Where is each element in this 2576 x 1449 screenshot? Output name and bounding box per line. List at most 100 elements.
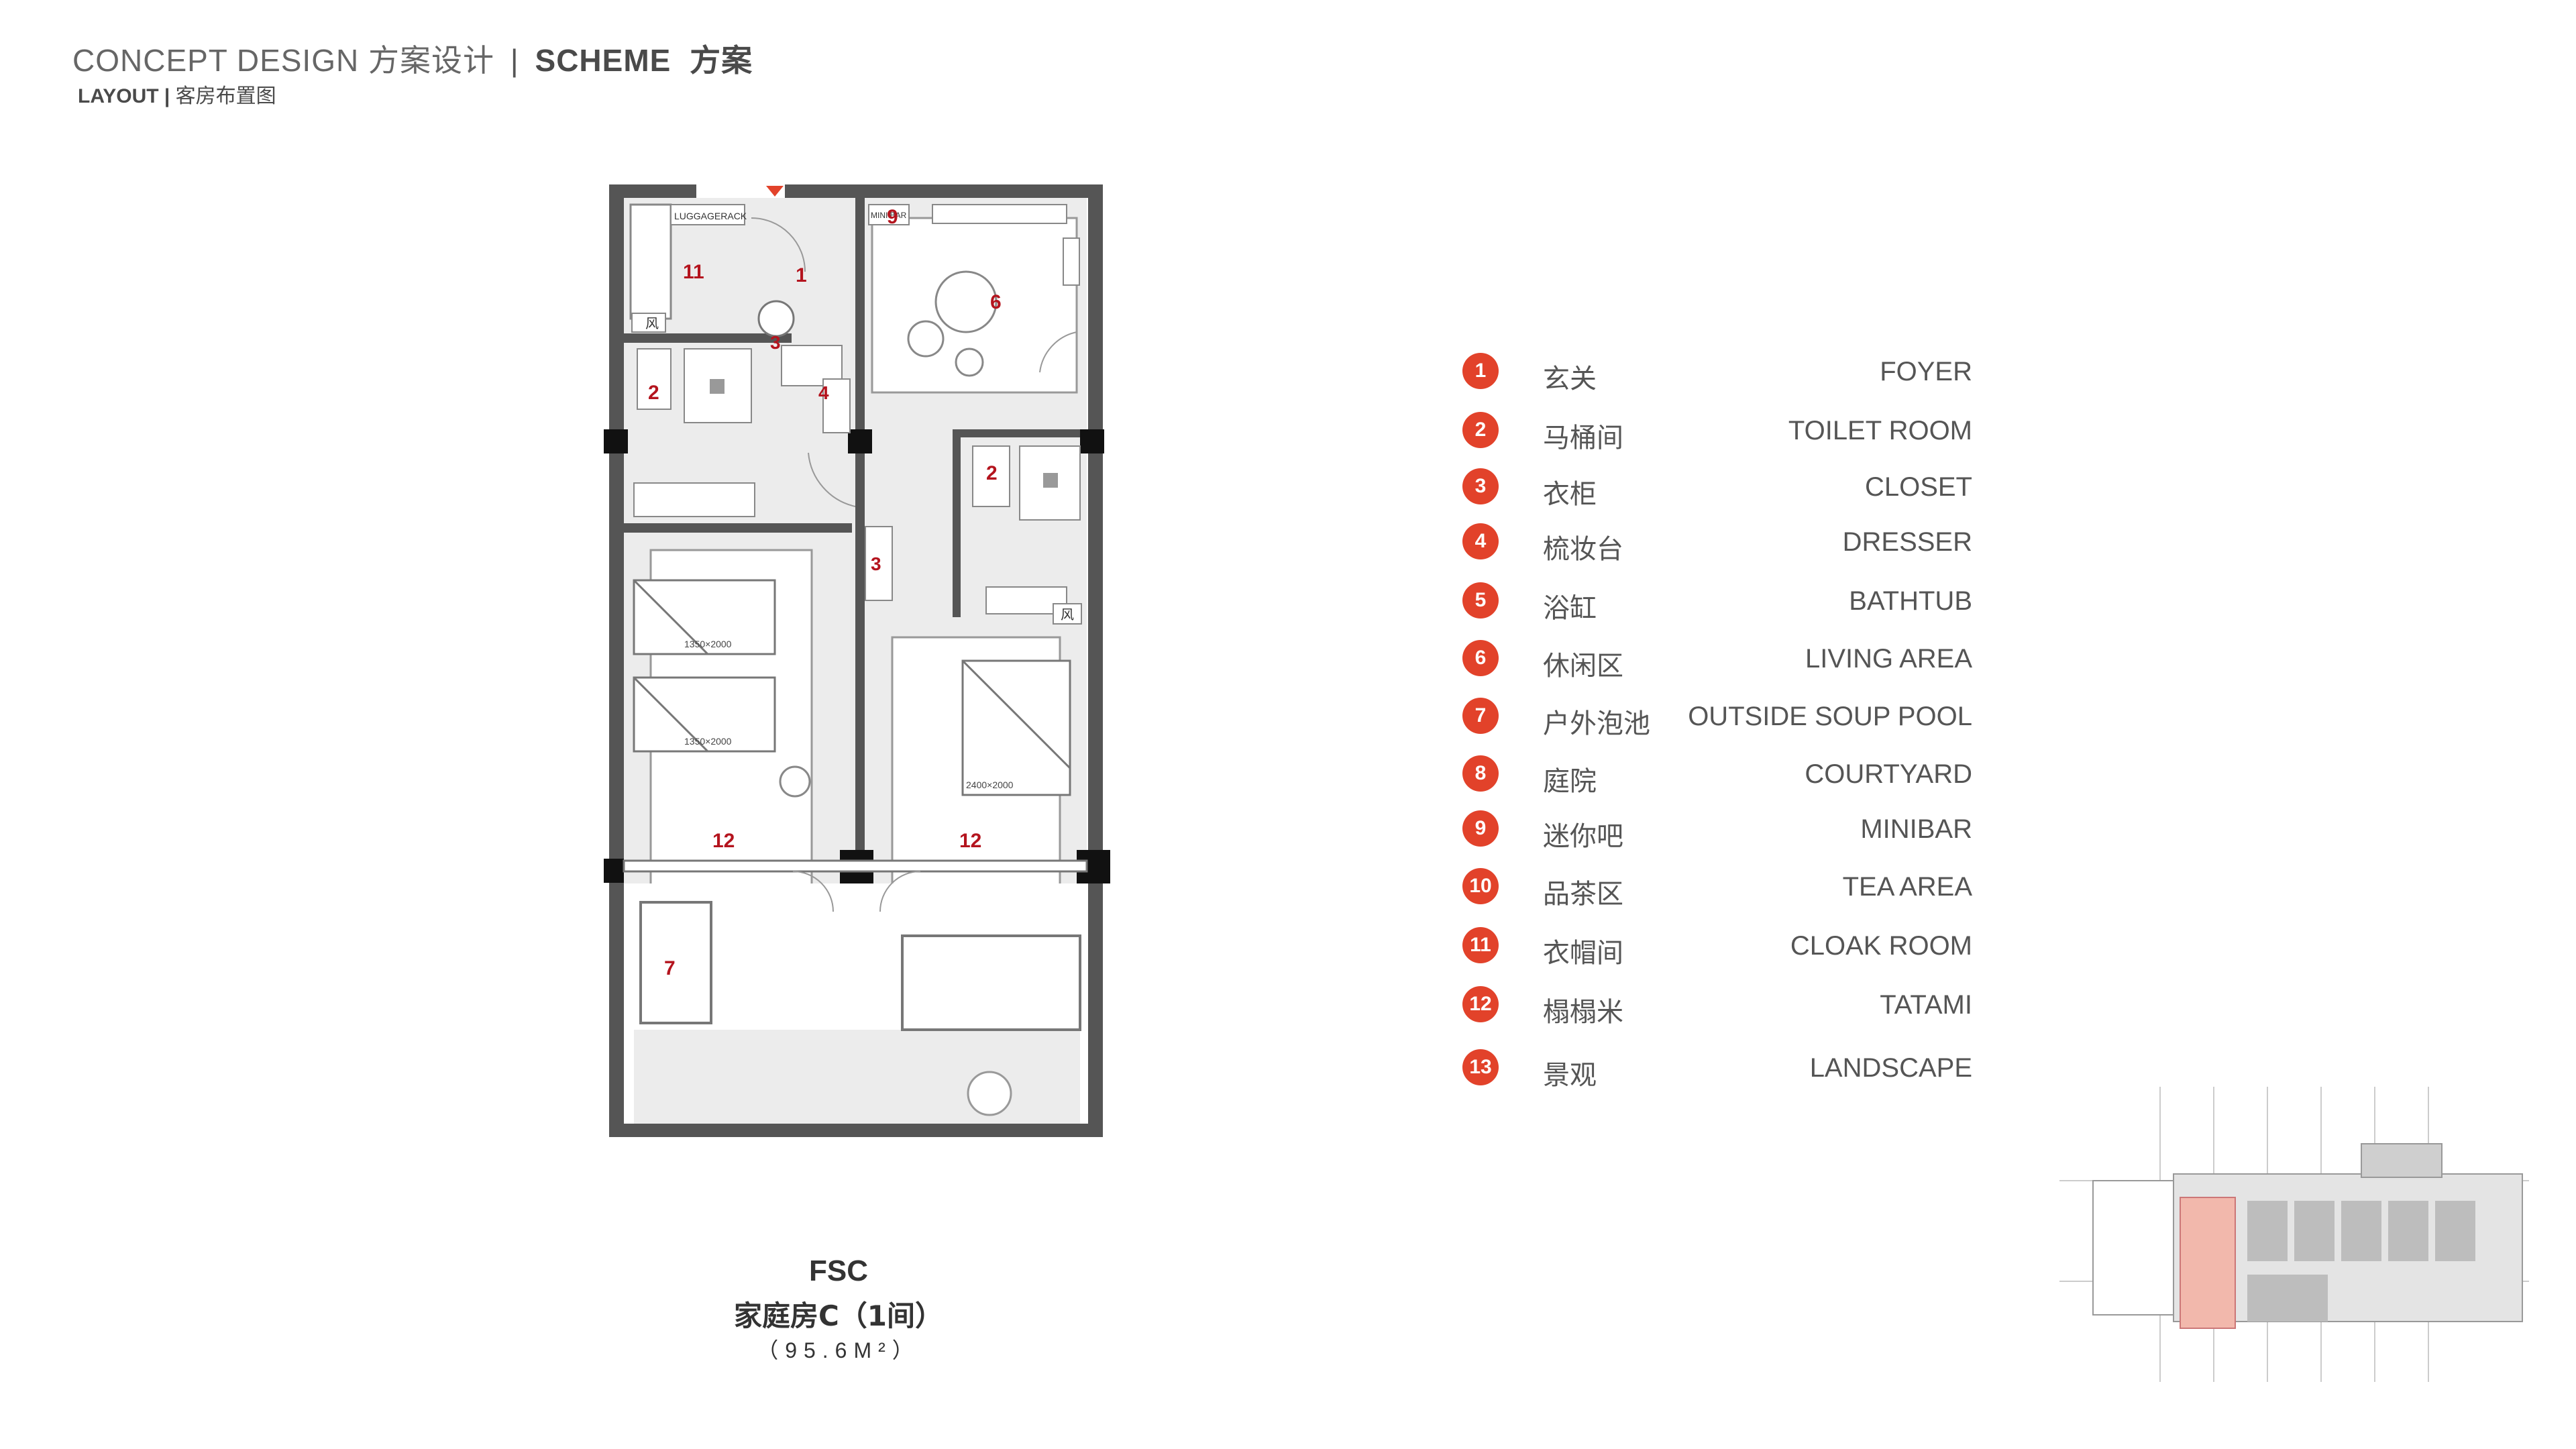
- legend-item: 10 品茶区 TEA AREA: [1462, 865, 1972, 910]
- deck-platform: [901, 934, 1081, 1031]
- column: [604, 429, 628, 453]
- legend-label-cn: 户外泡池: [1543, 708, 1650, 739]
- wind-box-2: [1053, 603, 1082, 625]
- legend-number-badge: 3: [1462, 468, 1499, 504]
- legend-number-badge: 4: [1462, 523, 1499, 559]
- legend-item: 11 衣帽间 CLOAK ROOM: [1462, 924, 1972, 969]
- luggage-rack: [670, 204, 745, 225]
- bed-c-size: 2400×2000: [966, 780, 1014, 790]
- minibar-counter: [868, 204, 910, 225]
- key-plan-wing: [2092, 1180, 2174, 1316]
- room-label-tatami-left: 12: [712, 830, 735, 852]
- terrace-door-left: [792, 871, 834, 912]
- key-plan-annex: [2361, 1143, 2443, 1178]
- minibar-label: MINI BAR: [871, 211, 907, 220]
- legend-label-en: TEA AREA: [1842, 872, 1972, 902]
- glazing: [623, 859, 1088, 873]
- legend-label-en: CLOSET: [1864, 472, 1972, 502]
- key-plan-highlight: [2180, 1197, 2236, 1329]
- page-title: CONCEPT DESIGN 方案设计 | SCHEME 方案: [72, 36, 753, 80]
- subtitle-cn: 客房布置图: [175, 85, 276, 108]
- legend-number-badge: 2: [1462, 412, 1499, 448]
- shower-drain-left: [710, 379, 724, 394]
- cloak-rack: [629, 203, 672, 320]
- legend-label-en: LANDSCAPE: [1809, 1053, 1972, 1083]
- bed-a-fold: [633, 579, 709, 655]
- legend-label-cn: 休闲区: [1543, 651, 1623, 682]
- scheme-en: SCHEME: [535, 43, 672, 78]
- title-separator: |: [510, 43, 519, 78]
- wind-box: [631, 313, 666, 333]
- legend-number-badge: 7: [1462, 698, 1499, 734]
- luggage-rack-label: LUGGAGERACK: [674, 211, 747, 221]
- wall-bath-right-top: [953, 429, 1087, 437]
- legend-number-badge: 1: [1462, 353, 1499, 389]
- legend-label-cn: 景观: [1543, 1060, 1597, 1091]
- legend-item: 9 迷你吧 MINIBAR: [1462, 808, 1972, 852]
- legend-item: 8 庭院 COURTYARD: [1462, 753, 1972, 797]
- living-door-swing: [1039, 331, 1077, 373]
- bed-b-size: 1350×2000: [684, 736, 732, 747]
- wall-bath-right-side: [953, 429, 961, 617]
- stool: [967, 1071, 1012, 1116]
- legend-number-badge: 5: [1462, 582, 1499, 619]
- legend-label-cn: 榻榻米: [1543, 997, 1623, 1028]
- scheme-cn: 方案: [690, 42, 753, 78]
- room-label-toilet-right: 2: [986, 462, 998, 484]
- legend-item: 4 梳妆台 DRESSER: [1462, 521, 1972, 565]
- legend-item: 5 浴缸 BATHTUB: [1462, 580, 1972, 624]
- room-label-tatami-right: 12: [959, 830, 981, 852]
- legend-label-cn: 品茶区: [1543, 879, 1623, 910]
- wall-east: [1088, 184, 1103, 1137]
- legend-number-badge: 11: [1462, 927, 1499, 963]
- legend-number-badge: 8: [1462, 755, 1499, 792]
- foyer-stool: [757, 300, 795, 337]
- legend-number-badge: 9: [1462, 810, 1499, 847]
- legend-number-badge: 13: [1462, 1049, 1499, 1085]
- bed-a-size: 1350×2000: [684, 639, 732, 649]
- bed-c: [961, 659, 1071, 796]
- room-label-cloak: 11: [683, 261, 704, 283]
- legend-label-en: FOYER: [1880, 357, 1972, 386]
- wind-label-1: 风: [645, 317, 659, 331]
- wall-cabinet: [1063, 237, 1080, 286]
- legend-item: 3 衣柜 CLOSET: [1462, 466, 1972, 510]
- outside-pool: [639, 901, 712, 1024]
- lounge-chair: [907, 320, 945, 358]
- legend-label-cn: 玄关: [1543, 364, 1597, 394]
- wall-north-left: [609, 184, 696, 198]
- wall-foyer: [624, 333, 792, 343]
- bed-a: [633, 579, 776, 655]
- room-name: 家庭房C（1间）: [733, 1299, 944, 1332]
- floor-plan: LUGGAGERACK 风 MINI BAR 风 1350×2000 1350×…: [597, 184, 1110, 1137]
- side-table: [955, 347, 984, 377]
- legend-label-cn: 马桶间: [1543, 423, 1623, 453]
- key-plan-units: [2247, 1201, 2475, 1322]
- coffee-table: [934, 270, 998, 333]
- page-subtitle: LAYOUT | 客房布置图: [78, 79, 276, 109]
- column: [1080, 429, 1104, 453]
- dresser: [822, 378, 851, 433]
- shower-drain-right: [1043, 473, 1058, 488]
- wind-label-2: 风: [1061, 608, 1074, 623]
- legend-label-en: OUTSIDE SOUP POOL: [1688, 702, 1972, 731]
- legend-number-badge: 12: [1462, 986, 1499, 1022]
- title-cn: 方案设计: [368, 42, 494, 78]
- legend-label-cn: 迷你吧: [1543, 821, 1623, 852]
- legend-label-en: DRESSER: [1842, 527, 1972, 557]
- terrace-door-right: [879, 871, 921, 912]
- room-label-toilet-left: 2: [648, 382, 659, 404]
- legend-label-cn: 梳妆台: [1543, 534, 1623, 565]
- room-label-closet-lower: 3: [871, 553, 881, 574]
- legend-item: 13 景观 LANDSCAPE: [1462, 1046, 1972, 1091]
- legend-label-en: LIVING AREA: [1805, 644, 1972, 674]
- legend-label-cn: 衣帽间: [1543, 938, 1623, 969]
- key-plan: [2059, 1087, 2529, 1382]
- legend-item: 7 户外泡池 OUTSIDE SOUP POOL: [1462, 695, 1972, 739]
- legend-label-cn: 浴缸: [1543, 593, 1597, 624]
- legend-label-en: TATAMI: [1880, 990, 1972, 1020]
- room-label-dresser: 4: [818, 382, 829, 403]
- wall-bath-left: [624, 523, 852, 533]
- legend-label-cn: 庭院: [1543, 766, 1597, 797]
- wall-mid-upper: [855, 198, 865, 621]
